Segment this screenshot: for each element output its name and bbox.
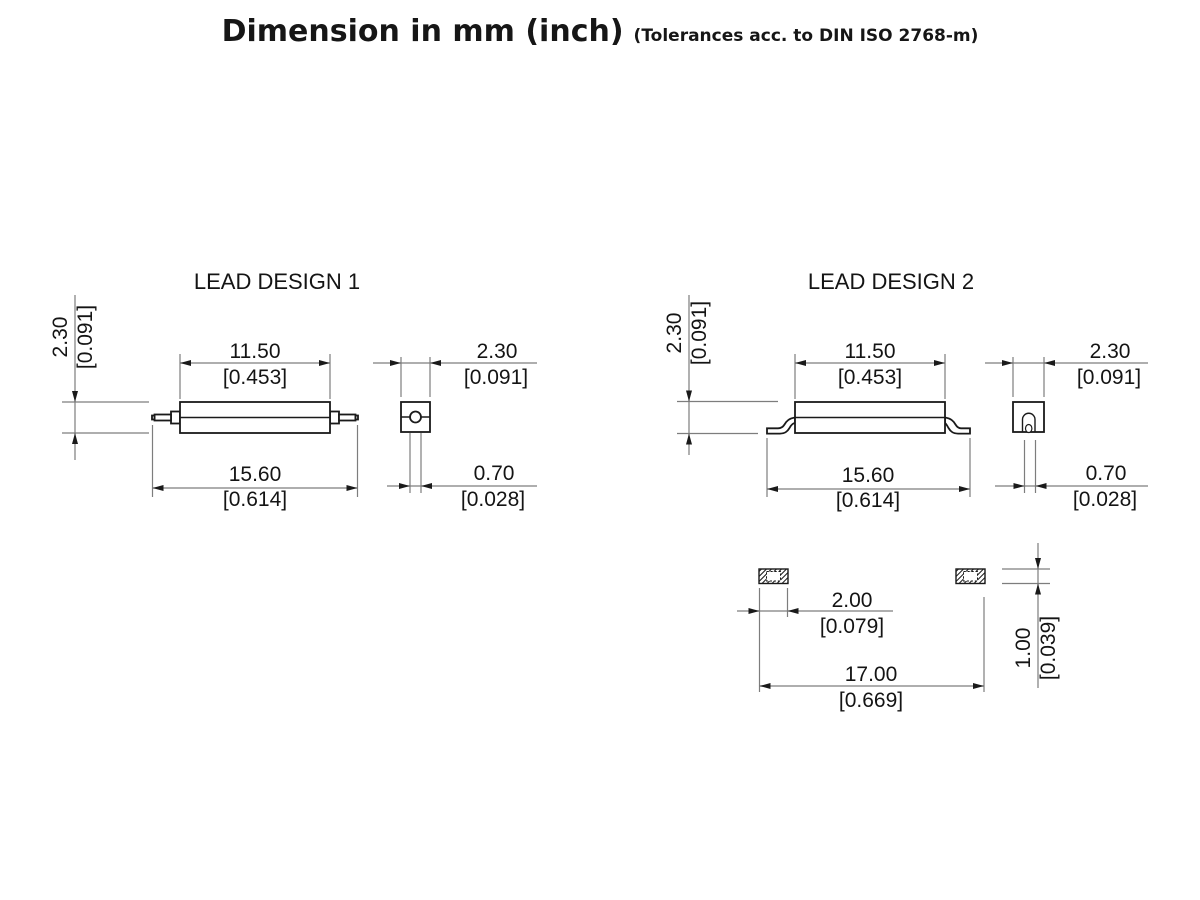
dim-body-length-inch: [0.453] [838, 366, 902, 389]
dim-overall-length-inch: [0.614] [223, 488, 287, 511]
axial-lead-left-tip [151, 414, 156, 421]
dim-body-width-inch: [0.091] [1077, 366, 1141, 389]
arrowhead-left [767, 486, 778, 492]
arrowhead-right [748, 608, 760, 614]
drawing-title: Dimension in mm (inch) (Tolerances acc. … [0, 14, 1200, 49]
pad-inner-dashed [963, 571, 978, 582]
gull-wing-lead-right [944, 416, 971, 435]
arrowhead-right [1002, 360, 1013, 366]
dim-height-design1: 2.30 [0.091] [49, 295, 149, 460]
dim-body-length-mm: 11.50 [230, 340, 281, 363]
dim-body-width-design2: 2.30 [0.091] [985, 340, 1148, 397]
lead-collar-right [329, 410, 340, 425]
dim-body-width-design1: 2.30 [0.091] [373, 340, 537, 397]
dim-overall-length-design1: 15.60 [0.614] [151, 425, 359, 511]
arrowhead-left [795, 360, 806, 366]
dim-pad-span: 17.00 [0.669] [759, 597, 985, 712]
end-view-design1 [400, 401, 431, 433]
dim-lead-diameter-design1: 0.70 [0.028] [387, 433, 537, 511]
dim-lead-width-design2: 0.70 [0.028] [995, 440, 1148, 511]
reed-switch-side-view-design1 [151, 401, 359, 434]
dim-overall-length-mm: 15.60 [229, 463, 282, 486]
dim-overall-length-mm: 15.60 [842, 464, 895, 487]
lead-design-1-label: LEAD DESIGN 1 [193, 269, 361, 294]
arrowhead-left [787, 608, 799, 614]
bent-lead-channel [1021, 412, 1036, 432]
dim-body-width-mm: 2.30 [1090, 340, 1131, 363]
dim-pad-width: 1.00 [0.039] [1002, 543, 1060, 688]
lead-design-2-view: 2.30 [0.091] 11.50 [0.453] [663, 295, 1148, 712]
dim-lead-diameter-inch: [0.028] [461, 488, 525, 511]
solder-pad-left [758, 568, 789, 585]
arrowhead-right [1013, 483, 1025, 489]
dim-overall-length-inch: [0.614] [836, 489, 900, 512]
arrowhead-left [152, 485, 164, 491]
dim-height-inch: [0.091] [74, 305, 97, 369]
arrowhead-left [180, 360, 191, 366]
arrowhead-up [1035, 583, 1041, 595]
gull-wing-lead-left [766, 416, 796, 435]
arrowhead-down [72, 391, 78, 402]
arrowhead-up [72, 433, 78, 444]
axial-lead-right-tip [354, 414, 359, 421]
dim-height-mm: 2.30 [663, 313, 686, 354]
dim-lead-width-mm: 0.70 [1086, 462, 1127, 485]
arrowhead-up [686, 433, 692, 445]
arrowhead-down [1035, 558, 1041, 569]
arrowhead-left [759, 683, 771, 689]
dim-pad-span-inch: [0.669] [839, 689, 903, 712]
arrowhead-right [319, 360, 330, 366]
dim-pad-length-mm: 2.00 [832, 589, 873, 612]
dim-text-rotated: 2.30 [0.091] [49, 305, 97, 369]
lead-cross-section-oval [1024, 423, 1033, 434]
solder-pad-footprint: 2.00 [0.079] 17.00 [0.669] [737, 543, 1060, 712]
pad-inner-dashed [766, 571, 781, 582]
arrowhead-left [430, 360, 441, 366]
dim-body-width-inch: [0.091] [464, 366, 528, 389]
arrowhead-right [959, 486, 970, 492]
arrowhead-left [1035, 483, 1047, 489]
end-view-design2 [1012, 401, 1045, 434]
dim-body-length-design1: 11.50 [0.453] [179, 340, 331, 399]
arrowhead-right [346, 485, 358, 491]
dim-pad-length-inch: [0.079] [820, 615, 884, 638]
dim-pad-width-mm: 1.00 [1012, 628, 1035, 669]
arrowhead-left [421, 483, 432, 489]
dim-body-length-design2: 11.50 [0.453] [794, 340, 946, 399]
dim-text-rotated: 2.30 [0.091] [663, 301, 711, 365]
dim-body-width-mm: 2.30 [477, 340, 518, 363]
dim-lead-diameter-mm: 0.70 [474, 462, 515, 485]
title-tolerance-note: (Tolerances acc. to DIN ISO 2768-m) [633, 26, 979, 46]
reed-switch-side-view-design2 [766, 401, 971, 435]
axial-lead-right [338, 413, 357, 422]
dim-body-length-inch: [0.453] [223, 366, 287, 389]
dim-overall-length-design2: 15.60 [0.614] [766, 438, 971, 512]
dim-pad-span-mm: 17.00 [845, 663, 898, 686]
dim-body-length-mm: 11.50 [845, 340, 896, 363]
axial-lead-left [153, 413, 172, 422]
arrowhead-right [399, 483, 410, 489]
arrowhead-left [1044, 360, 1055, 366]
arrowhead-down [686, 390, 692, 402]
lead-collar-left [170, 410, 181, 425]
dim-pad-width-inch: [0.039] [1037, 616, 1060, 680]
arrowhead-right [934, 360, 945, 366]
lead-design-2-label: LEAD DESIGN 2 [807, 269, 975, 294]
dim-text-rotated: 1.00 [0.039] [1012, 616, 1060, 680]
arrowhead-right [973, 683, 984, 689]
dim-height-inch: [0.091] [688, 301, 711, 365]
solder-pad-right [955, 568, 986, 585]
title-main: Dimension in mm (inch) [221, 14, 624, 49]
dim-height-design2: 2.30 [0.091] [663, 295, 778, 455]
dim-lead-width-inch: [0.028] [1073, 488, 1137, 511]
lead-cross-section-circle [409, 410, 422, 424]
dim-pad-length: 2.00 [0.079] [737, 588, 893, 692]
dim-height-mm: 2.30 [49, 317, 72, 358]
lead-design-1-view: 2.30 [0.091] 11.50 [0.453] [49, 295, 537, 511]
arrowhead-right [390, 360, 401, 366]
